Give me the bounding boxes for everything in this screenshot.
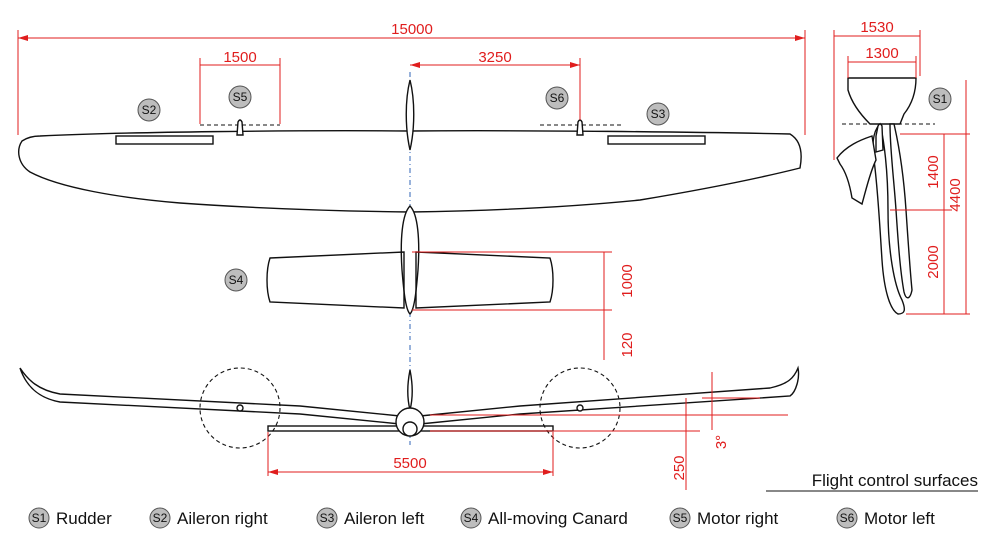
engine-disc-right [199, 367, 281, 449]
arrow [570, 62, 580, 68]
legend-title: Flight control surfaces [812, 471, 978, 490]
aileron-right-surface [115, 135, 214, 145]
wing-outline-top [18, 130, 802, 213]
fin-top-view [405, 79, 415, 151]
dim-length-front-label: 1400 [925, 155, 942, 188]
dim-length-total-label: 4400 [947, 178, 964, 211]
legend-label-motor-left: Motor left [864, 509, 935, 528]
canard-outline-top [266, 251, 405, 309]
fuselage-front-inner [402, 421, 418, 437]
svg-text:S1: S1 [32, 511, 47, 525]
svg-text:S2: S2 [142, 103, 157, 117]
arrow [268, 469, 278, 475]
legend-badge-s6: S6 [836, 507, 858, 529]
arrow [18, 35, 28, 41]
arrow [543, 469, 553, 475]
dim-tail-width-label: 1530 [860, 19, 893, 36]
dim-motor-right-label: 1500 [223, 49, 256, 66]
arrow [795, 35, 805, 41]
fuselage-side-right [889, 123, 913, 299]
svg-text:S4: S4 [464, 511, 479, 525]
legend-badge-s2: S2 [149, 507, 171, 529]
dim-canard-gap-label: 120 [619, 332, 636, 357]
badge-s2: S2 [137, 98, 161, 122]
svg-text:S3: S3 [651, 107, 666, 121]
legend-badge-s3: S3 [316, 507, 338, 529]
motor-right-pylon [236, 119, 244, 136]
motor-side [875, 123, 884, 153]
legend-badge-s4: S4 [460, 507, 482, 529]
dim-canard-span-label: 5500 [393, 455, 426, 472]
dim-motor-left-label: 3250 [478, 49, 511, 66]
badge-s3: S3 [646, 102, 670, 126]
motor-hub-right [236, 404, 244, 412]
svg-text:S4: S4 [229, 273, 244, 287]
svg-text:S5: S5 [673, 511, 688, 525]
badge-s5: S5 [228, 85, 252, 109]
legend-label-canard: All-moving Canard [488, 509, 628, 528]
svg-text:S6: S6 [840, 511, 855, 525]
badge-s4: S4 [224, 268, 248, 292]
legend-label-aileron-left: Aileron left [344, 509, 425, 528]
legend-label-rudder: Rudder [56, 509, 112, 528]
dim-canard-chord-label: 1000 [619, 264, 636, 297]
svg-text:S5: S5 [233, 90, 248, 104]
motor-left-pylon [576, 119, 584, 136]
dim-wingspan-label: 15000 [391, 21, 433, 38]
dim-length-rear-label: 2000 [925, 245, 942, 278]
svg-text:S1: S1 [933, 92, 948, 106]
wing-side-profile [836, 135, 877, 206]
legend: Flight control surfaces S1 Rudder S2 Ail… [28, 471, 978, 529]
svg-text:S3: S3 [320, 511, 335, 525]
dim-rudder-width-label: 1300 [865, 45, 898, 62]
legend-badge-s1: S1 [28, 507, 50, 529]
dim-canard-height-label: 250 [671, 455, 688, 480]
side-view: 1530 1300 1400 2000 4400 S1 [833, 19, 970, 315]
engine-disc-left [539, 367, 621, 449]
legend-badge-s5: S5 [669, 507, 691, 529]
top-view: 15000 1500 3250 1000 120 S2 S5 S6 [17, 21, 806, 360]
aileron-left-surface [607, 135, 706, 145]
rudder-side [847, 77, 917, 125]
badge-s6: S6 [545, 86, 569, 110]
svg-text:S2: S2 [153, 511, 168, 525]
svg-text:S6: S6 [550, 91, 565, 105]
badge-s1: S1 [928, 87, 952, 111]
legend-label-motor-right: Motor right [697, 509, 779, 528]
dim-dihedral-label: 3° [713, 435, 730, 449]
canard-outline-top-left [415, 251, 554, 309]
fuselage-top [400, 205, 420, 315]
arrow [410, 62, 420, 68]
wing-front-outline [19, 365, 800, 425]
fin-front [407, 369, 413, 411]
legend-label-aileron-right: Aileron right [177, 509, 268, 528]
motor-hub-left [576, 404, 584, 412]
front-view: 5500 250 3° [19, 345, 800, 490]
